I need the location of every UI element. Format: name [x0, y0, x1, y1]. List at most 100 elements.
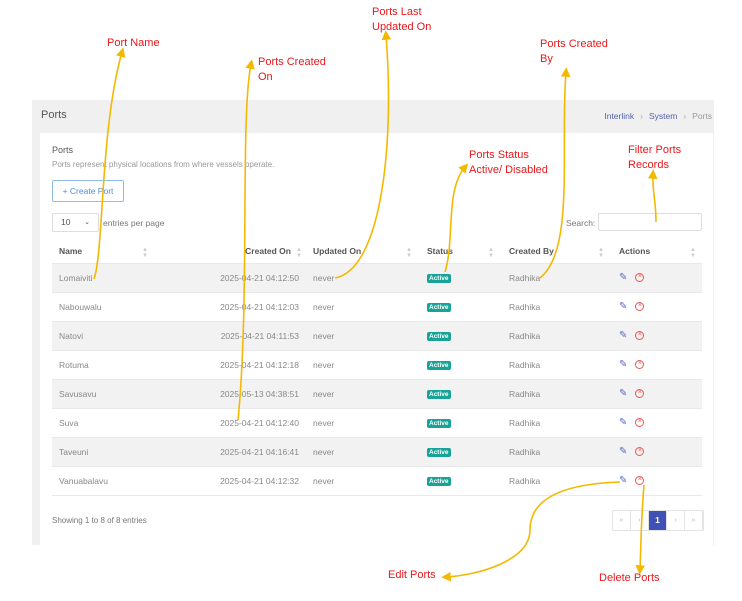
- port-name: Savusavu: [52, 379, 218, 409]
- port-name: Natovi: [52, 321, 218, 351]
- ports-table: Name▲▼ Created On▲▼ Updated On▲▼ Status▲…: [52, 239, 702, 496]
- created-on: 2025-05-13 04:38:51: [218, 379, 305, 409]
- updated-on: never: [305, 379, 418, 409]
- ports-card: Ports Ports represent physical locations…: [40, 133, 713, 545]
- page-button-0[interactable]: «: [613, 511, 631, 530]
- port-name: Lomaiviti: [52, 263, 218, 293]
- pencil-icon[interactable]: ✎: [619, 388, 628, 399]
- status-badge: Active: [427, 332, 451, 341]
- breadcrumb: Interlink›System›Ports: [604, 111, 712, 121]
- table-row: Suva 2025-04-21 04:12:40 never Active Ra…: [52, 408, 702, 438]
- circle-x-icon[interactable]: ×: [635, 360, 645, 370]
- created-by: Radhika: [500, 408, 610, 438]
- chevron-down-icon: ⌄: [84, 219, 90, 226]
- col-created-on[interactable]: Created On▲▼: [218, 239, 305, 264]
- page-button-1[interactable]: ‹: [631, 511, 649, 530]
- card-description: Ports represent physical locations from …: [52, 160, 275, 169]
- created-by: Radhika: [500, 379, 610, 409]
- annotation-updated-on: Ports Last Updated On: [372, 6, 432, 33]
- page-button-3[interactable]: ›: [667, 511, 685, 530]
- search-input[interactable]: [598, 213, 702, 231]
- updated-on: never: [305, 437, 418, 467]
- created-on: 2025-04-21 04:11:53: [218, 321, 305, 351]
- annotation-delete: Delete Ports: [599, 572, 660, 584]
- col-created-by[interactable]: Created By▲▼: [500, 239, 610, 264]
- pencil-icon[interactable]: ✎: [619, 359, 628, 370]
- create-port-button[interactable]: + Create Port: [52, 180, 124, 202]
- updated-on: never: [305, 292, 418, 322]
- page-button-4[interactable]: »: [685, 511, 703, 530]
- circle-x-icon[interactable]: ×: [635, 389, 645, 399]
- card-title: Ports: [52, 145, 74, 155]
- entries-label: entries per page: [103, 218, 165, 228]
- status-badge: Active: [427, 419, 451, 428]
- pencil-icon[interactable]: ✎: [619, 272, 628, 283]
- sort-icon: ▲▼: [406, 247, 412, 259]
- breadcrumb-ports: Ports: [692, 111, 712, 121]
- circle-x-icon[interactable]: ×: [635, 447, 645, 457]
- pencil-icon[interactable]: ✎: [619, 446, 628, 457]
- updated-on: never: [305, 466, 418, 496]
- sort-icon: ▲▼: [296, 247, 302, 259]
- created-by: Radhika: [500, 437, 610, 467]
- circle-x-icon[interactable]: ×: [635, 476, 645, 486]
- updated-on: never: [305, 321, 418, 351]
- breadcrumb-interlink[interactable]: Interlink: [604, 111, 635, 121]
- status-badge: Active: [427, 303, 451, 312]
- table-info: Showing 1 to 8 of 8 entries: [52, 516, 147, 525]
- status-badge: Active: [427, 361, 451, 370]
- port-name: Vanuabalavu: [52, 466, 218, 496]
- page-title: Ports: [41, 109, 67, 121]
- port-name: Taveuni: [52, 437, 218, 467]
- updated-on: never: [305, 408, 418, 438]
- created-on: 2025-04-21 04:16:41: [218, 437, 305, 467]
- table-row: Vanuabalavu 2025-04-21 04:12:32 never Ac…: [52, 466, 702, 496]
- sort-icon: ▲▼: [142, 247, 148, 259]
- col-name[interactable]: Name▲▼: [52, 239, 218, 264]
- table-row: Lomaiviti 2025-04-21 04:12:50 never Acti…: [52, 263, 702, 293]
- created-on: 2025-04-21 04:12:03: [218, 292, 305, 322]
- annotation-created-by: Ports Created By: [540, 38, 608, 65]
- created-on: 2025-04-21 04:12:50: [218, 263, 305, 293]
- created-by: Radhika: [500, 350, 610, 380]
- col-updated-on[interactable]: Updated On▲▼: [305, 239, 418, 264]
- port-name: Suva: [52, 408, 218, 438]
- pencil-icon[interactable]: ✎: [619, 330, 628, 341]
- circle-x-icon[interactable]: ×: [635, 418, 645, 428]
- created-by: Radhika: [500, 466, 610, 496]
- pencil-icon[interactable]: ✎: [619, 475, 628, 486]
- created-on: 2025-04-21 04:12:40: [218, 408, 305, 438]
- circle-x-icon[interactable]: ×: [635, 331, 645, 341]
- circle-x-icon[interactable]: ×: [635, 273, 645, 283]
- status-badge: Active: [427, 448, 451, 457]
- table-row: Taveuni 2025-04-21 04:16:41 never Active…: [52, 437, 702, 467]
- col-actions: Actions▲▼: [610, 239, 702, 264]
- created-by: Radhika: [500, 263, 610, 293]
- table-row: Savusavu 2025-05-13 04:38:51 never Activ…: [52, 379, 702, 409]
- status-badge: Active: [427, 477, 451, 486]
- created-on: 2025-04-21 04:12:32: [218, 466, 305, 496]
- breadcrumb-system[interactable]: System: [648, 111, 678, 121]
- ports-panel: Ports Interlink›System›Ports Ports Ports…: [32, 100, 714, 545]
- page-button-2[interactable]: 1: [649, 511, 667, 530]
- pencil-icon[interactable]: ✎: [619, 417, 628, 428]
- entries-select[interactable]: 10 ⌄: [52, 213, 99, 232]
- sort-icon: ▲▼: [598, 247, 604, 259]
- entries-value: 10: [61, 217, 71, 227]
- circle-x-icon[interactable]: ×: [635, 302, 645, 312]
- status-badge: Active: [427, 390, 451, 399]
- pencil-icon[interactable]: ✎: [619, 301, 628, 312]
- created-by: Radhika: [500, 292, 610, 322]
- annotation-edit: Edit Ports: [388, 569, 436, 581]
- port-name: Rotuma: [52, 350, 218, 380]
- sort-icon: ▲▼: [690, 247, 696, 259]
- annotation-filter: Filter Ports Records: [628, 144, 682, 171]
- col-status[interactable]: Status▲▼: [418, 239, 500, 264]
- updated-on: never: [305, 350, 418, 380]
- created-on: 2025-04-21 04:12:18: [218, 350, 305, 380]
- table-row: Rotuma 2025-04-21 04:12:18 never Active …: [52, 350, 702, 380]
- updated-on: never: [305, 263, 418, 293]
- status-badge: Active: [427, 274, 451, 283]
- annotation-port-name: Port Name: [107, 37, 160, 49]
- table-row: Natovi 2025-04-21 04:11:53 never Active …: [52, 321, 702, 351]
